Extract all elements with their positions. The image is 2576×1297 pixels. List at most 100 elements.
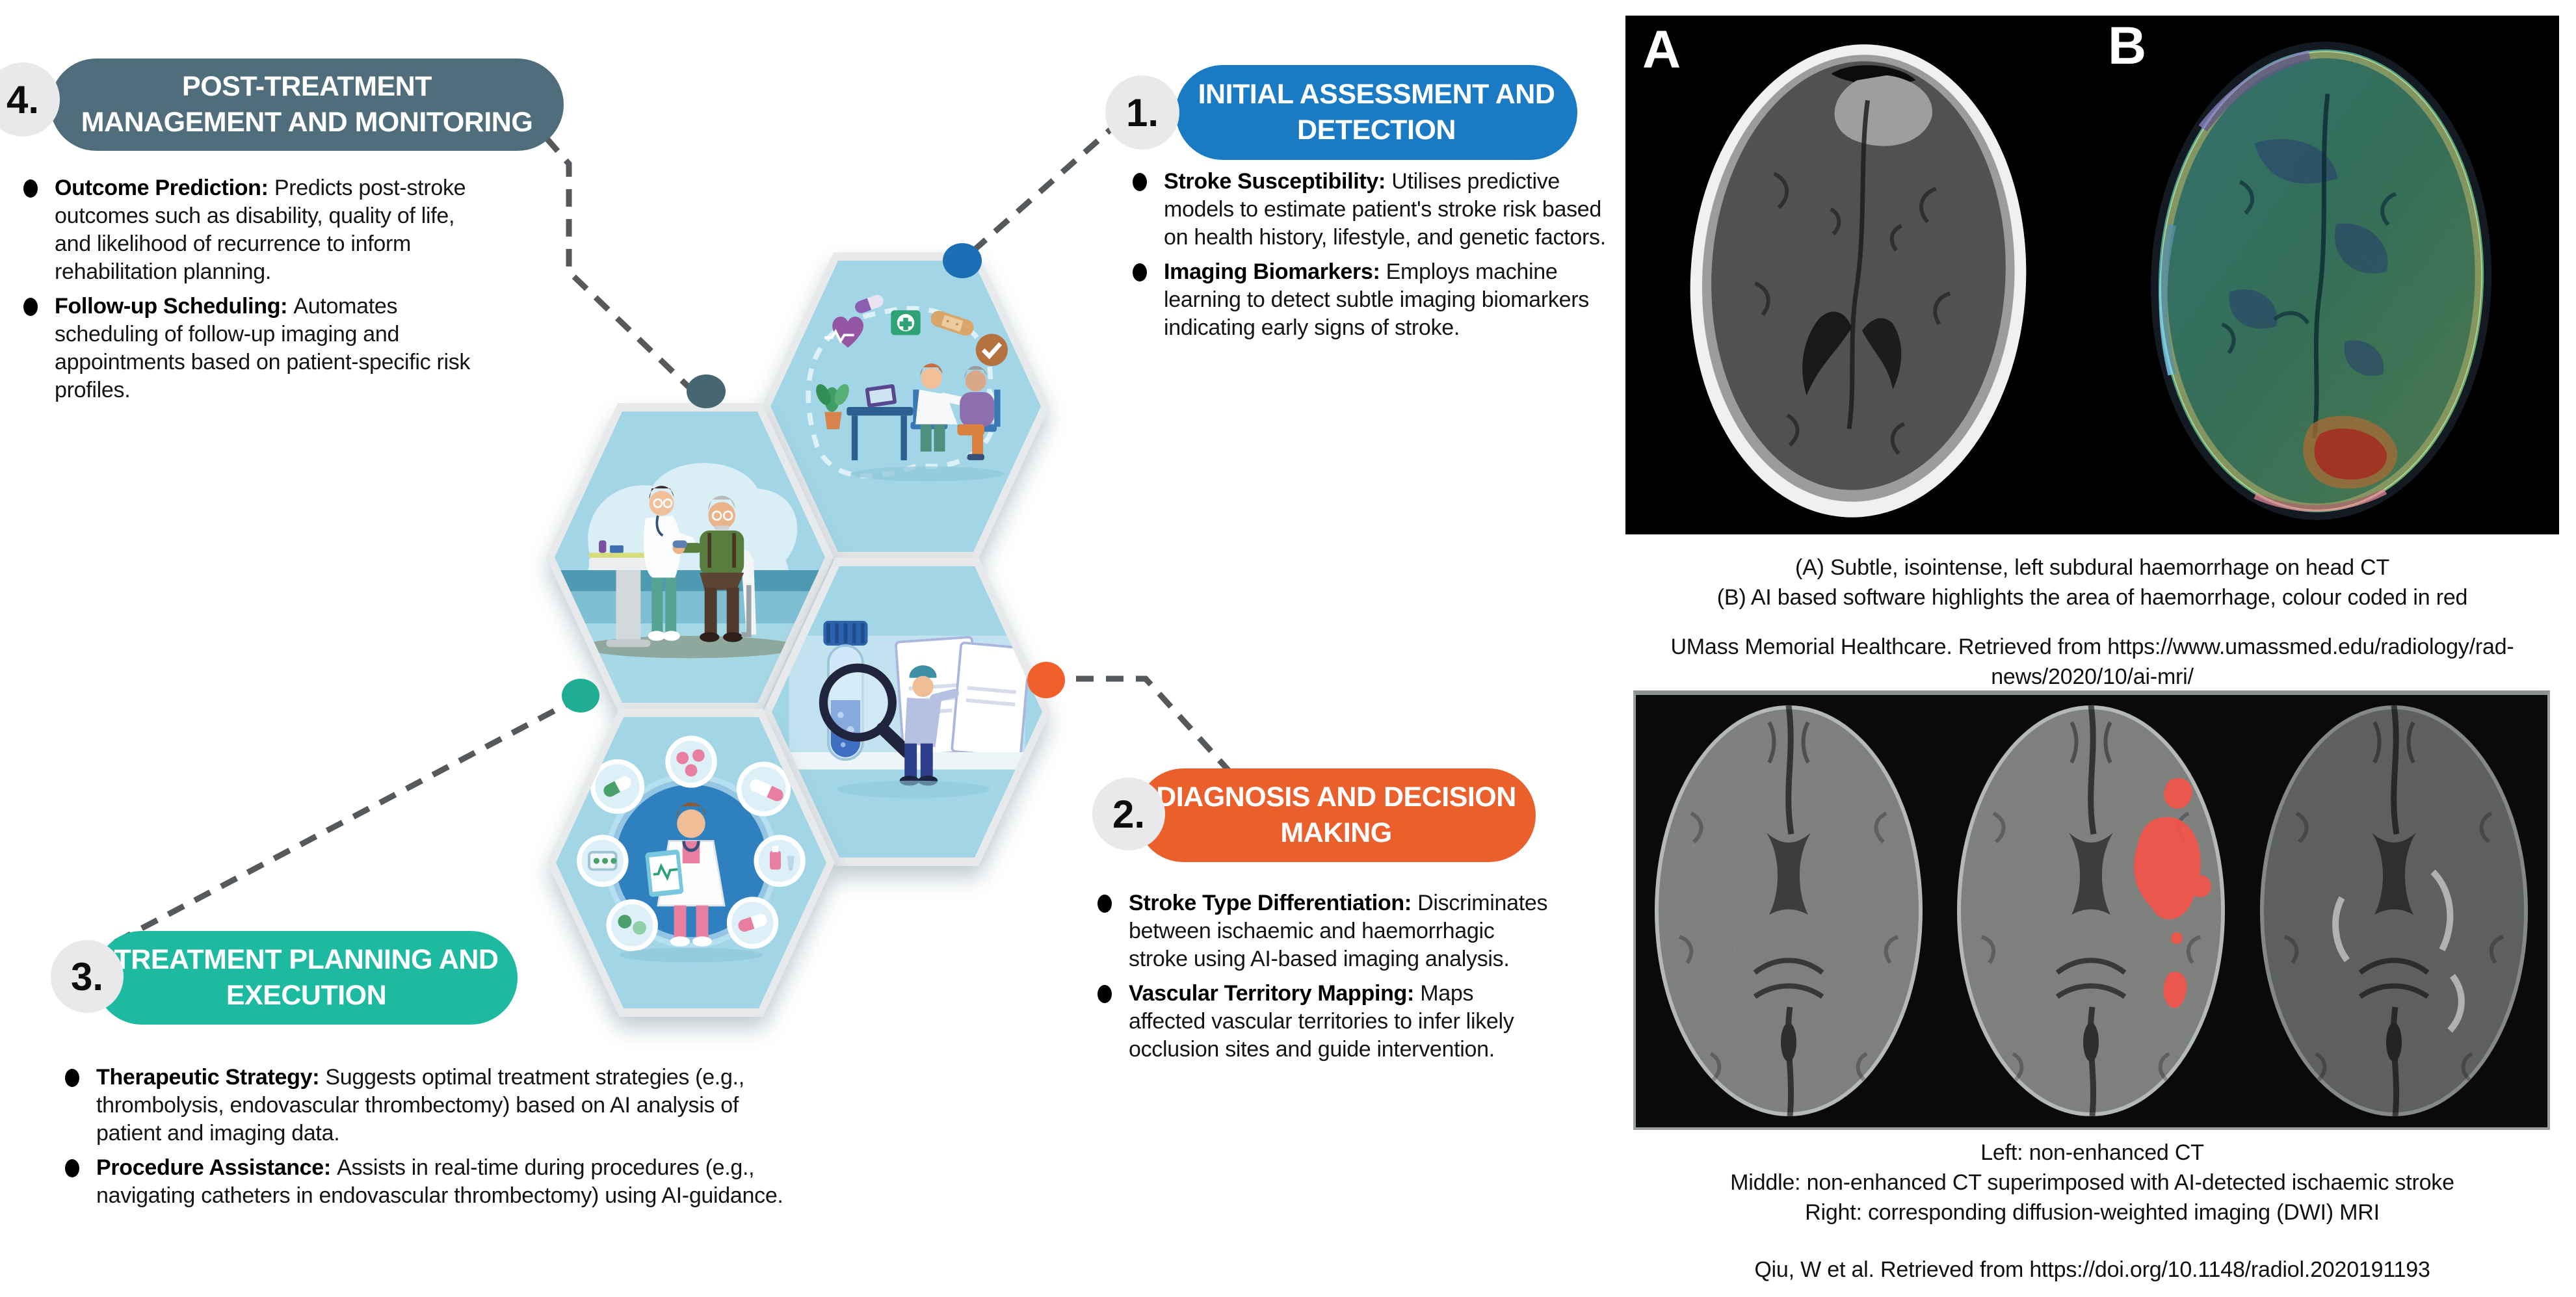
bandage-icon bbox=[930, 311, 974, 336]
figure-stroke-mri bbox=[1633, 690, 2550, 1130]
doctor-consultation-illustration-icon bbox=[806, 295, 1008, 482]
stage-3-title-line2: EXECUTION bbox=[226, 980, 387, 1011]
bullet-lead: Imaging Biomarkers: bbox=[1164, 259, 1386, 284]
bullet-dot-icon bbox=[65, 1159, 79, 1177]
first-aid-kit-icon bbox=[891, 310, 921, 335]
bullet-lead: Stroke Type Differentiation: bbox=[1129, 891, 1418, 915]
stage-4-number-badge: 4. bbox=[0, 62, 60, 137]
stage-2-title-pill: DIAGNOSIS AND DECISION MAKING bbox=[1137, 768, 1536, 862]
figure-stroke-mri-caption: Left: non-enhanced CT Middle: non-enhanc… bbox=[1625, 1138, 2559, 1227]
scan-a-ct bbox=[1690, 44, 2027, 517]
stage-1-number-badge: 1. bbox=[1105, 75, 1179, 150]
hexagon-initial-assessment bbox=[762, 252, 1049, 560]
hexagon-fill bbox=[556, 717, 826, 1008]
figure-stroke-mri-source: Qiu, W et al. Retrieved from https://doi… bbox=[1754, 1257, 2430, 1282]
patient-figure bbox=[672, 495, 757, 642]
list-item: Follow-up Scheduling: Automates scheduli… bbox=[23, 293, 492, 404]
doctor-figure bbox=[910, 363, 966, 452]
medicine-bottle-icon bbox=[599, 540, 607, 553]
stage-1-title-pill: INITIAL ASSESSMENT AND DETECTION bbox=[1176, 65, 1577, 160]
figure-head-ct-source: UMass Memorial Healthcare. Retrieved fro… bbox=[1670, 635, 2514, 689]
stage-4-bullets: Outcome Prediction: Predicts post-stroke… bbox=[23, 174, 492, 411]
ecg-line bbox=[653, 863, 678, 882]
ai-detected-stroke-region bbox=[2134, 778, 2211, 1008]
document-icon bbox=[951, 641, 1031, 759]
stage-1-title-line1: INITIAL ASSESSMENT AND bbox=[1198, 79, 1555, 110]
medicine-bubble-icon bbox=[736, 761, 791, 817]
scan-label-b: B bbox=[2108, 16, 2147, 75]
list-item: Therapeutic Strategy: Suggests optimal t… bbox=[65, 1064, 800, 1147]
stage-1-number: 1. bbox=[1125, 90, 1159, 135]
bullet-lead: Outcome Prediction: bbox=[55, 176, 274, 200]
bullet-text: Maps affected vascular territories to in… bbox=[1129, 981, 1514, 1062]
medicine-bubble-icon bbox=[726, 897, 779, 949]
figure-head-ct-caption: (A) Subtle, isointense, left subdural ha… bbox=[1625, 553, 2559, 612]
bullet-lead: Therapeutic Strategy: bbox=[96, 1065, 326, 1090]
analyst-figure bbox=[899, 665, 959, 786]
hexagon-fill bbox=[772, 566, 1042, 858]
check-circle-icon bbox=[975, 334, 1008, 367]
list-item: Imaging Biomarkers: Employs machine lear… bbox=[1133, 258, 1627, 342]
test-tube-icon bbox=[823, 620, 868, 761]
stage-1-bullets: Stroke Susceptibility: Utilises predicti… bbox=[1133, 168, 1627, 348]
stroke-mri-slices-image bbox=[1636, 695, 2547, 1127]
caption-line: (B) AI based software highlights the are… bbox=[1716, 585, 2468, 610]
stage-4-number: 4. bbox=[6, 77, 40, 122]
bullet-text: Utilises predictive models to estimate p… bbox=[1164, 169, 1606, 250]
bullet-text: Suggests optimal treatment strategies (e… bbox=[96, 1065, 744, 1146]
bullet-text: Automates scheduling of follow-up imagin… bbox=[55, 294, 471, 402]
bullet-dot-icon bbox=[1133, 263, 1147, 282]
head-ct-scans-image bbox=[1625, 16, 2559, 534]
bullet-lead: Vascular Territory Mapping: bbox=[1129, 981, 1421, 1006]
stage-3-title-line1: TREATMENT PLANNING AND bbox=[114, 944, 499, 975]
bullet-dot-icon bbox=[1097, 895, 1112, 913]
hexagon-treatment bbox=[547, 709, 835, 1017]
connector-line-stage1 bbox=[962, 118, 1122, 261]
hexagon-rim bbox=[547, 709, 835, 1017]
ground-shadow bbox=[851, 466, 1005, 482]
connector-dot-blue bbox=[943, 243, 982, 278]
blood-pressure-cuff-icon bbox=[672, 540, 688, 548]
stage-3-title-pill: TREATMENT PLANNING AND EXECUTION bbox=[95, 931, 518, 1025]
caption-line: Middle: non-enhanced CT superimposed wit… bbox=[1730, 1170, 2454, 1195]
stethoscope-icon bbox=[655, 515, 664, 537]
stage-2-bullets: Stroke Type Differentiation: Discriminat… bbox=[1097, 889, 1553, 1070]
list-item: Stroke Susceptibility: Utilises predicti… bbox=[1133, 168, 1627, 252]
bullet-dot-icon bbox=[65, 1069, 79, 1087]
stage-2-number: 2. bbox=[1112, 792, 1146, 836]
stage-2-title-line2: MAKING bbox=[1280, 817, 1392, 848]
connector-line-stage2 bbox=[1046, 675, 1247, 791]
hexagon-fill bbox=[770, 261, 1041, 552]
bullet-lead: Procedure Assistance: bbox=[96, 1155, 337, 1180]
plant-icon bbox=[816, 384, 849, 430]
medicine-bubble-icon bbox=[754, 835, 806, 887]
pill-icon bbox=[855, 295, 884, 313]
moustache bbox=[714, 525, 729, 531]
beret-hat bbox=[909, 665, 937, 678]
ground-shadow bbox=[620, 947, 763, 963]
stage-4-title-line1: POST-TREATMENT bbox=[182, 71, 432, 102]
caption-line: Right: corresponding diffusion-weighted … bbox=[1805, 1200, 2380, 1225]
desk-icon bbox=[847, 384, 913, 460]
doctor-medications-illustration-icon bbox=[577, 735, 806, 963]
doctor-figure bbox=[645, 802, 726, 947]
list-item: Vascular Territory Mapping: Maps affecte… bbox=[1097, 980, 1553, 1064]
slice-middle-ai bbox=[1957, 705, 2225, 1116]
stage-2-number-badge: 2. bbox=[1092, 778, 1165, 850]
connector-dot-slate bbox=[687, 374, 726, 408]
bullet-text: Discriminates between ischaemic and haem… bbox=[1129, 891, 1548, 971]
medicine-bubble-icon bbox=[577, 835, 629, 887]
bullet-dot-icon bbox=[1097, 985, 1112, 1003]
caption-line: (A) Subtle, isointense, left subdural ha… bbox=[1794, 555, 2390, 580]
scan-b-ai-overlay bbox=[2150, 42, 2492, 520]
medicine-bubble-icon bbox=[665, 735, 717, 788]
bullet-lead: Stroke Susceptibility: bbox=[1164, 169, 1392, 194]
medicine-bubble-icon bbox=[606, 899, 658, 952]
heart-ecg-icon bbox=[824, 316, 864, 348]
patient-figure bbox=[957, 365, 1001, 460]
connector-line-stage3 bbox=[112, 694, 583, 945]
list-item: Outcome Prediction: Predicts post-stroke… bbox=[23, 174, 492, 286]
specimen-analysis-illustration-icon bbox=[783, 620, 1031, 798]
